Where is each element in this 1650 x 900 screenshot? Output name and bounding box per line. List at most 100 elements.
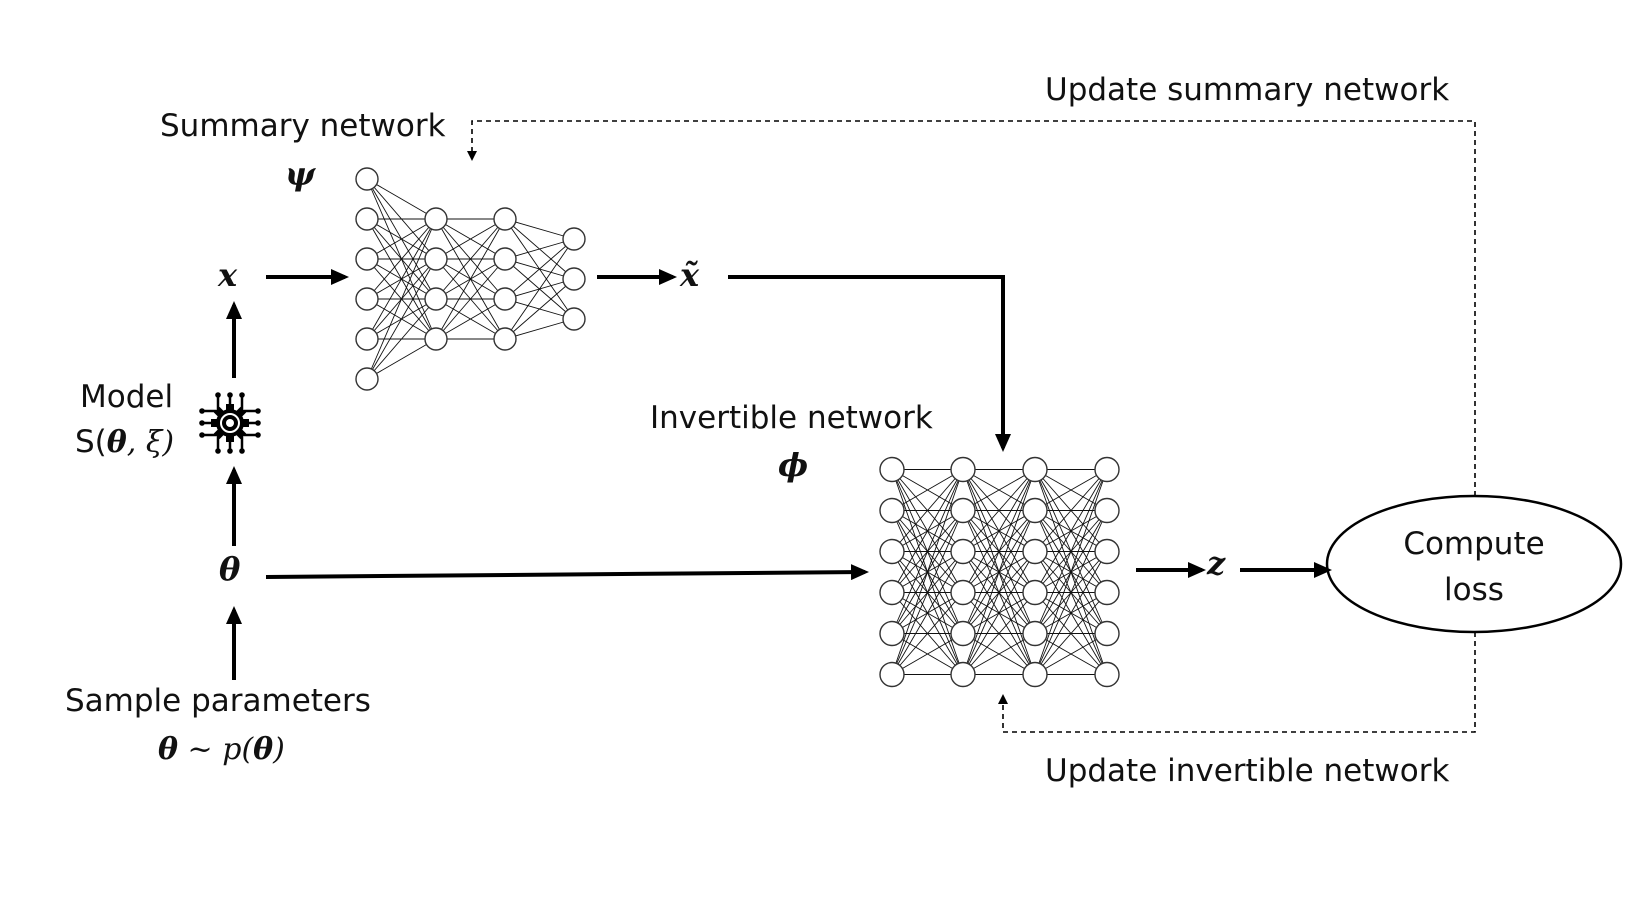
- network-node: [355, 287, 379, 311]
- invertible-network-symbol: ϕ: [778, 446, 808, 484]
- network-edge: [1034, 469, 1108, 593]
- network-edge: [435, 218, 506, 300]
- network-node: [1094, 661, 1120, 688]
- model-function: S(θ, ξ): [75, 424, 174, 460]
- network-node: [950, 661, 976, 688]
- network-node: [355, 327, 379, 351]
- network-node: [950, 538, 976, 565]
- network-edge: [962, 469, 1036, 634]
- network-edge: [1034, 551, 1108, 675]
- network-edge: [1034, 510, 1108, 675]
- network-edge: [1034, 469, 1108, 675]
- compute-loss-node: [1325, 494, 1623, 634]
- network-node: [1094, 456, 1120, 483]
- network-edge: [435, 258, 506, 340]
- chip-gear-icon: [199, 392, 261, 454]
- network-node: [1022, 579, 1048, 606]
- network-edge: [504, 318, 575, 340]
- network-edge: [962, 469, 1036, 675]
- network-edge: [1034, 469, 1108, 552]
- network-node: [950, 620, 976, 647]
- compute-loss-label-line1: Compute: [1403, 526, 1544, 562]
- network-node: [1022, 661, 1048, 688]
- variable-x-tilde: x̃: [679, 256, 700, 294]
- network-edge: [504, 238, 575, 340]
- prior-expression: θ ~ p(θ): [158, 732, 285, 767]
- variable-theta: θ: [219, 550, 241, 588]
- network-edge: [891, 469, 964, 675]
- network-edge: [1034, 469, 1108, 634]
- sample-parameters-label: Sample parameters: [65, 683, 371, 719]
- summary-network-symbol: ψ: [285, 155, 316, 193]
- network-edge: [1034, 469, 1108, 511]
- network-node: [1022, 497, 1048, 524]
- network-edge: [435, 218, 506, 260]
- network-edge: [962, 551, 1036, 675]
- network-edge: [504, 238, 575, 300]
- network-edge: [366, 218, 437, 340]
- network-edge: [366, 218, 437, 380]
- network-node: [879, 620, 905, 647]
- network-edge: [891, 633, 964, 675]
- network-edge: [962, 469, 1036, 593]
- network-edge: [366, 218, 437, 300]
- invertible-network: [879, 456, 1120, 688]
- network-node: [950, 456, 976, 483]
- model-label: Model: [80, 379, 173, 415]
- network-node: [562, 227, 586, 251]
- arrow-xtilde-to-invertible: [728, 275, 1011, 452]
- network-edge: [962, 592, 1036, 675]
- network-edge: [504, 238, 575, 260]
- network-edge: [891, 510, 964, 675]
- dashed-update-summary-path: [467, 120, 1476, 496]
- network-edge: [891, 469, 964, 511]
- network-node: [879, 538, 905, 565]
- network-node: [424, 207, 448, 231]
- network-node: [355, 167, 379, 191]
- network-node: [1094, 497, 1120, 524]
- network-node: [493, 207, 517, 231]
- network-edge: [435, 218, 506, 340]
- arrow-theta-to-invertible: [265, 564, 869, 581]
- network-edge: [962, 469, 1036, 552]
- network-node: [493, 327, 517, 351]
- summary-network-title: Summary network: [160, 108, 446, 144]
- network-node: [493, 287, 517, 311]
- network-edge: [1034, 633, 1108, 675]
- network-node: [355, 367, 379, 391]
- summary-network: [355, 167, 586, 391]
- update-invertible-label: Update invertible network: [1045, 753, 1449, 789]
- network-edge: [891, 469, 964, 634]
- invertible-network-title: Invertible network: [650, 400, 933, 436]
- network-node: [1094, 538, 1120, 565]
- network-node: [493, 247, 517, 271]
- network-node: [355, 247, 379, 271]
- network-node: [1022, 456, 1048, 483]
- network-edge: [962, 469, 1036, 511]
- dashed-update-invertible-path: [998, 632, 1476, 733]
- network-edge: [366, 298, 437, 380]
- update-summary-label: Update summary network: [1045, 72, 1449, 108]
- network-edge: [435, 298, 506, 340]
- variable-z: z: [1206, 544, 1226, 582]
- network-edge: [891, 551, 964, 675]
- network-node: [950, 579, 976, 606]
- network-node: [424, 327, 448, 351]
- network-node: [879, 661, 905, 688]
- network-node: [879, 456, 905, 483]
- network-edge: [504, 218, 575, 240]
- network-node: [1094, 620, 1120, 647]
- network-node: [424, 247, 448, 271]
- network-edge: [962, 510, 1036, 675]
- network-edge: [891, 469, 964, 593]
- network-node: [562, 267, 586, 291]
- network-node: [562, 307, 586, 331]
- compute-loss-label-line2: loss: [1444, 572, 1504, 608]
- network-edge: [891, 469, 964, 552]
- network-edge: [366, 258, 437, 380]
- network-edge: [962, 633, 1036, 675]
- network-edge: [504, 278, 575, 340]
- network-edge: [366, 218, 437, 260]
- network-node: [424, 287, 448, 311]
- network-node: [879, 579, 905, 606]
